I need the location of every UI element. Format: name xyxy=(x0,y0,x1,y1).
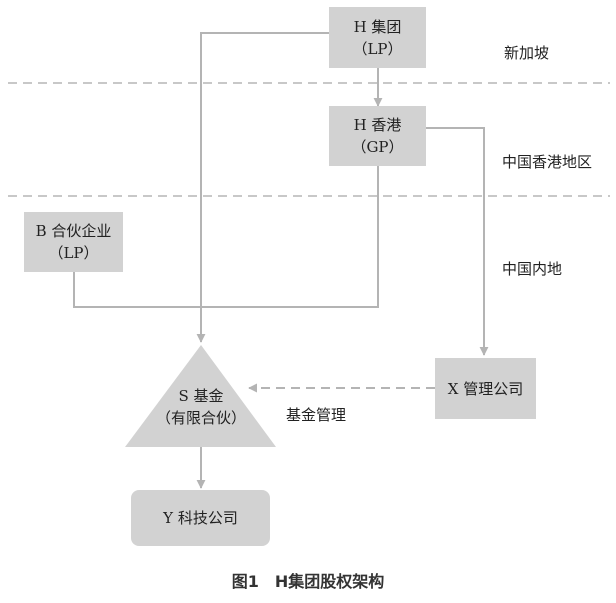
edge-h-hk-to-x-mgmt xyxy=(426,127,489,356)
node-h-group: H 集团 （LP） xyxy=(329,7,426,68)
node-h-hk: H 香港 （GP） xyxy=(329,106,426,166)
node-s-fund-type: （有限合伙） xyxy=(155,409,246,427)
figure-caption: 图1 H集团股权架构 xyxy=(231,572,385,591)
node-x-mgmt: X 管理公司 xyxy=(435,358,536,419)
node-h-hk-name: H 香港 xyxy=(353,116,402,134)
node-h-hk-role: （GP） xyxy=(351,138,404,156)
edge-h-hk-to-fund-merge xyxy=(201,166,379,308)
region-label-mainland: 中国内地 xyxy=(502,260,563,278)
node-b-partnership: B 合伙企业 （LP） xyxy=(24,212,123,272)
node-y-tech-name: Y 科技公司 xyxy=(163,509,238,527)
edge-label-fund-management: 基金管理 xyxy=(286,406,347,424)
s-fund-triangle xyxy=(125,345,276,447)
region-label-singapore: 新加坡 xyxy=(504,44,550,62)
node-x-mgmt-name: X 管理公司 xyxy=(447,379,524,398)
edge-h-group-to-s-fund xyxy=(196,32,329,343)
node-h-group-role: （LP） xyxy=(352,39,403,58)
node-h-group-name: H 集团 xyxy=(353,17,402,36)
node-b-partnership-name: B 合伙企业 xyxy=(35,222,112,240)
node-y-tech: Y 科技公司 xyxy=(131,490,270,546)
node-s-fund: S 基金 （有限合伙） xyxy=(126,385,276,429)
node-b-partnership-role: （LP） xyxy=(48,244,99,262)
edge-b-partnership-to-fund-merge xyxy=(73,272,201,308)
region-label-hongkong: 中国香港地区 xyxy=(502,153,593,171)
node-s-fund-name: S 基金 xyxy=(178,387,224,405)
